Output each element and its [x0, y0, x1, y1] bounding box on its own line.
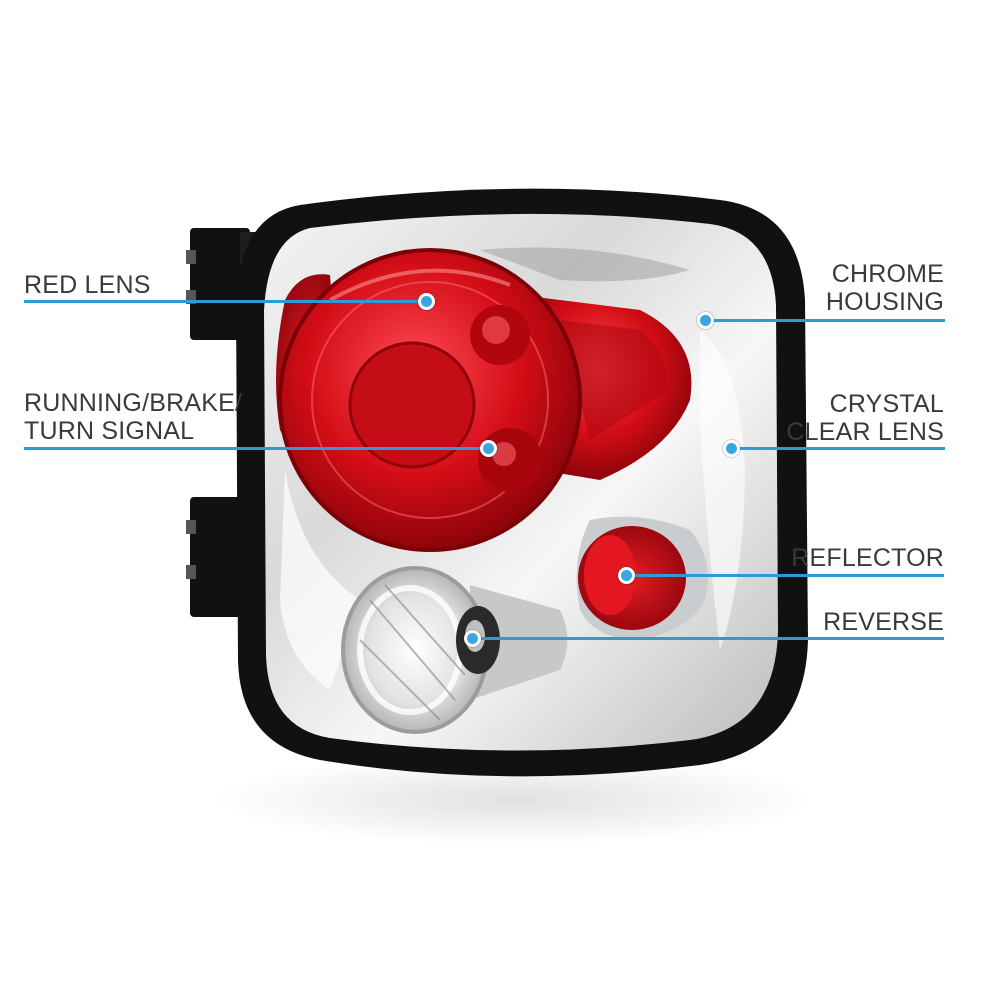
label-reflector-text: REFLECTOR	[791, 544, 944, 572]
label-running-line1: RUNNING/BRAKE/	[24, 389, 243, 417]
chrome-highlight	[280, 470, 360, 690]
callout-dot-reflector	[618, 567, 635, 584]
label-chrome-housing: CHROME HOUSING	[826, 260, 944, 316]
callout-dot-crystal	[723, 440, 740, 457]
leader-line-reflector	[626, 574, 944, 577]
brake-bulb-housing	[350, 343, 474, 467]
label-crystal-line1: CRYSTAL	[829, 390, 944, 418]
callout-dot-red-lens	[418, 293, 435, 310]
label-reflector: REFLECTOR	[791, 544, 944, 572]
label-chrome-line1: CHROME	[831, 260, 944, 288]
floor-shadow	[215, 755, 815, 845]
leader-line-red-lens	[24, 300, 426, 303]
label-red-lens-text: RED LENS	[24, 271, 151, 299]
leader-line-chrome	[705, 319, 945, 322]
label-running-line2: TURN SIGNAL	[24, 417, 195, 445]
leader-line-reverse	[472, 637, 944, 640]
label-chrome-line2: HOUSING	[825, 288, 944, 316]
callout-dot-running	[480, 440, 497, 457]
label-crystal-line2: CLEAR LENS	[786, 418, 944, 446]
label-red-lens: RED LENS	[24, 271, 151, 299]
callout-dot-reverse	[464, 630, 481, 647]
label-reverse: REVERSE	[823, 608, 944, 636]
label-reverse-text: REVERSE	[823, 608, 944, 636]
leader-line-running	[24, 447, 488, 450]
leader-line-crystal	[731, 447, 945, 450]
label-running-brake: RUNNING/BRAKE/ TURN SIGNAL	[24, 389, 242, 445]
callout-dot-chrome	[697, 312, 714, 329]
label-crystal-clear: CRYSTAL CLEAR LENS	[786, 390, 944, 446]
